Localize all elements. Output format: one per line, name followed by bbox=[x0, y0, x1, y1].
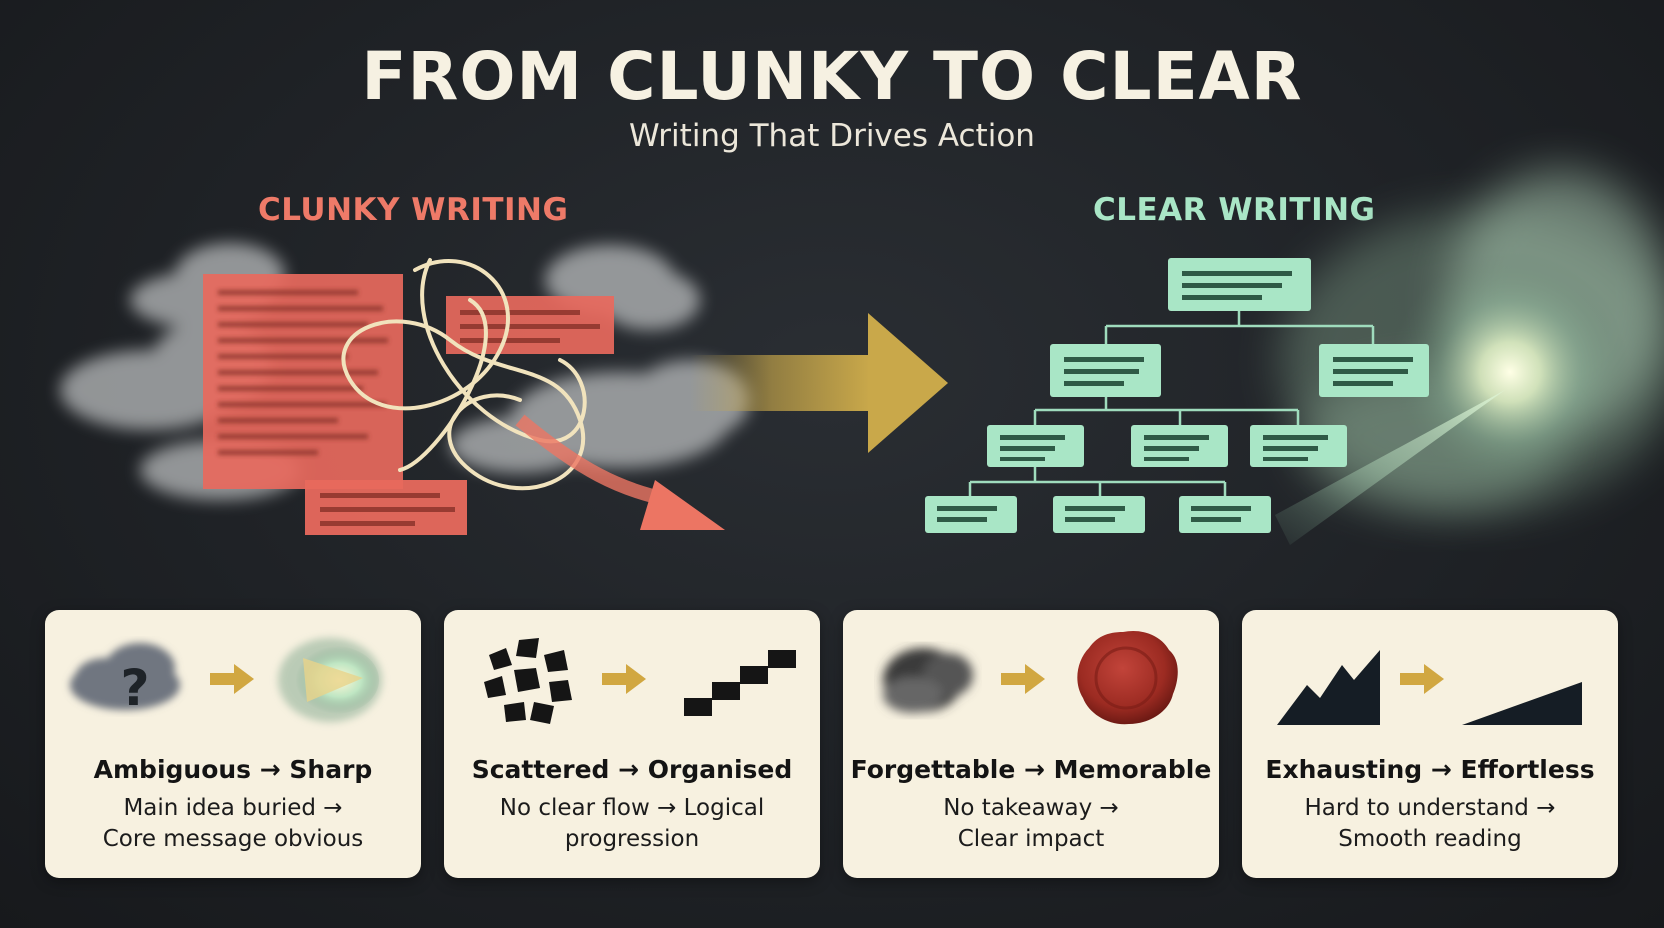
grey-clouds-left bbox=[60, 243, 750, 500]
tree-node bbox=[1168, 258, 1311, 311]
tree-node bbox=[1131, 425, 1228, 467]
card-title: Ambiguous → Sharp bbox=[93, 755, 373, 784]
card-scattered-organised: Scattered → Organised No clear flow → Lo… bbox=[444, 610, 820, 878]
clear-burst-icon bbox=[278, 638, 382, 722]
tree-node bbox=[1179, 496, 1271, 533]
page-subtitle: Writing That Drives Action bbox=[629, 118, 1035, 154]
arrow-right-icon bbox=[1400, 664, 1444, 694]
comparison-illustration bbox=[60, 170, 1664, 545]
arrow-right-icon bbox=[602, 664, 646, 694]
arrow-right-icon bbox=[210, 664, 254, 694]
question-cloud-icon: ? bbox=[70, 643, 180, 717]
card-exhausting-effortless: Exhausting → Effortless Hard to understa… bbox=[1242, 610, 1618, 878]
scattered-pieces-icon bbox=[484, 638, 572, 724]
card-description: Hard to understand →Smooth reading bbox=[1304, 795, 1556, 852]
card-description: No takeaway →Clear impact bbox=[943, 795, 1119, 852]
ordered-steps-icon bbox=[684, 650, 796, 716]
messy-document bbox=[203, 274, 614, 535]
card-title: Exhausting → Effortless bbox=[1265, 755, 1595, 784]
arrow-right-icon bbox=[1001, 664, 1045, 694]
card-description: Main idea buried →Core message obvious bbox=[102, 795, 364, 852]
org-tree-connectors bbox=[968, 310, 1375, 496]
page-title: FROM CLUNKY TO CLEAR bbox=[361, 38, 1303, 115]
transition-arrow bbox=[690, 313, 948, 453]
card-ambiguous-sharp: ? Ambiguous → Sharp Main idea buried →Co… bbox=[45, 610, 421, 878]
wax-seal-icon bbox=[1077, 630, 1178, 725]
tangled-lines bbox=[341, 258, 587, 491]
tree-node bbox=[1053, 496, 1145, 533]
tree-node bbox=[1319, 344, 1429, 397]
smoke-cloud-icon bbox=[883, 648, 973, 713]
clunky-writing-label: CLUNKY WRITING bbox=[258, 192, 569, 228]
bright-cloud-glow bbox=[1275, 170, 1664, 545]
tree-node bbox=[1250, 425, 1347, 467]
card-title: Forgettable → Memorable bbox=[850, 755, 1212, 784]
svg-text:?: ? bbox=[120, 659, 149, 717]
comparison-cards: ? Ambiguous → Sharp Main idea buried →Co… bbox=[45, 610, 1619, 878]
clear-writing-label: CLEAR WRITING bbox=[1093, 192, 1376, 228]
jagged-peaks-icon bbox=[1277, 650, 1380, 725]
tree-node bbox=[1050, 344, 1161, 397]
smooth-ramp-icon bbox=[1462, 682, 1582, 725]
wavy-red-arrow bbox=[515, 414, 725, 530]
card-title: Scattered → Organised bbox=[471, 755, 793, 784]
card-forgettable-memorable: Forgettable → Memorable No takeaway →Cle… bbox=[843, 610, 1219, 878]
tree-node bbox=[925, 496, 1017, 533]
tree-node bbox=[987, 425, 1084, 467]
org-tree-nodes bbox=[925, 258, 1429, 533]
